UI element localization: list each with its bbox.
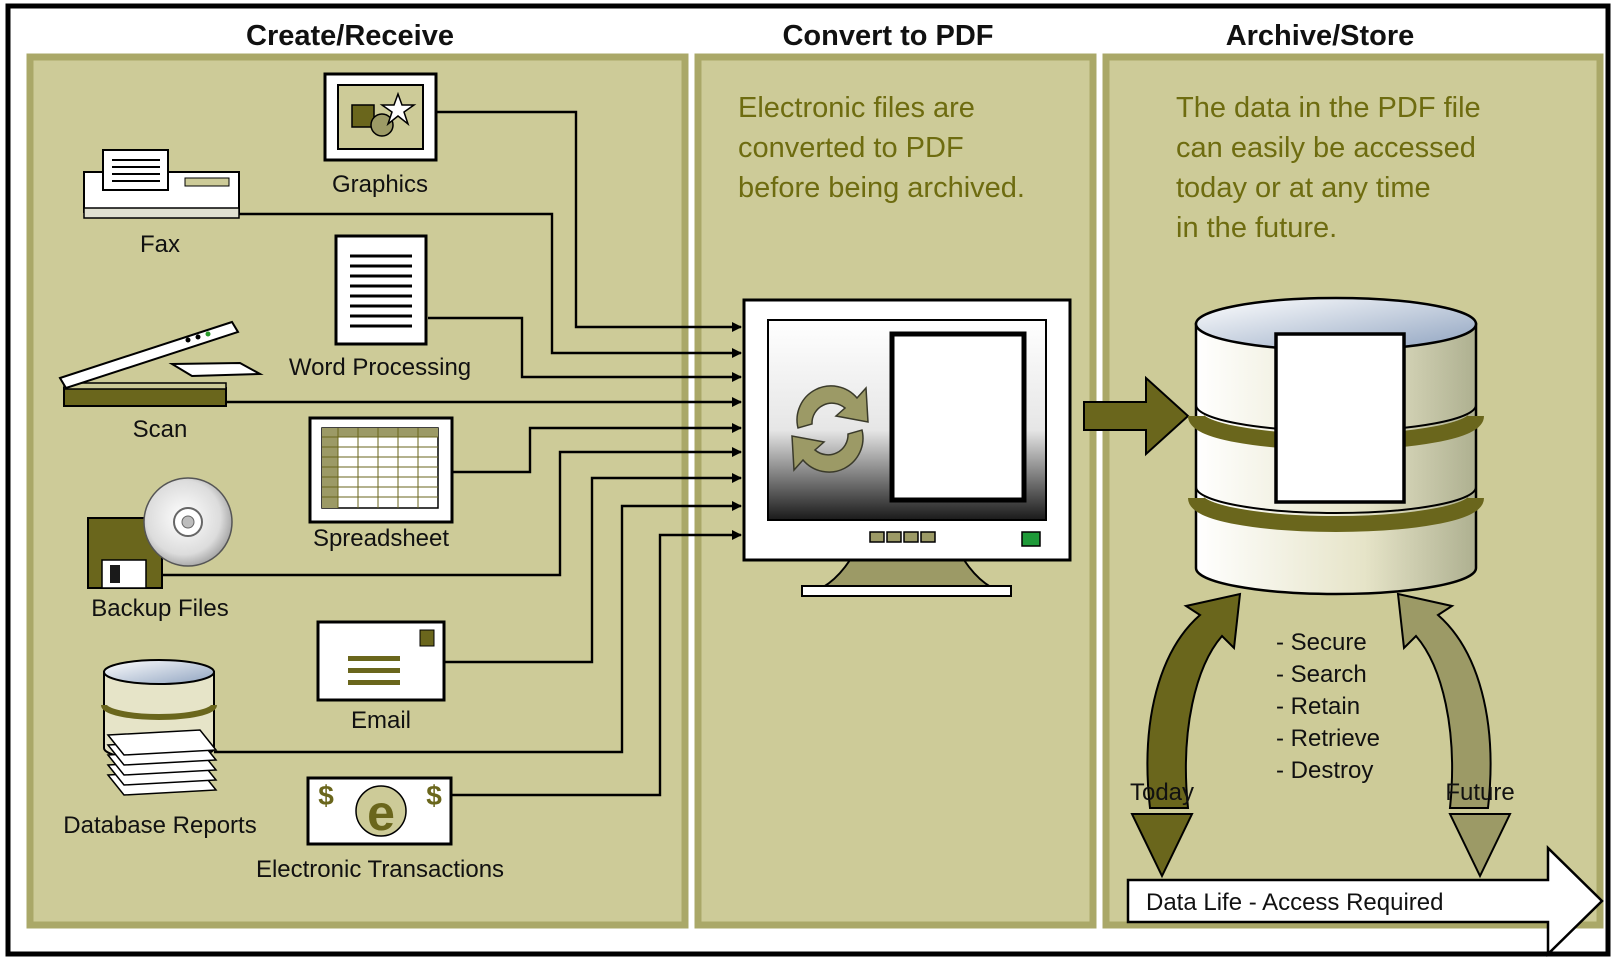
today-access-arrow <box>1146 592 1242 809</box>
label-electronic-transactions: Electronic Transactions <box>256 856 504 883</box>
archive-text-line1: The data in the PDF file <box>1176 92 1481 124</box>
connector-electronic-transactions <box>452 530 742 797</box>
label-database-reports: Database Reports <box>63 812 256 839</box>
feature-retrieve: - Retrieve <box>1276 725 1380 752</box>
connector-fax <box>238 212 742 358</box>
computer-monitor-icon <box>742 298 1072 597</box>
convert-to-archive-arrow <box>1083 375 1190 457</box>
future-marker-icon <box>1448 813 1512 879</box>
today-marker-icon <box>1130 813 1194 879</box>
connector-graphics <box>436 110 742 332</box>
backup-files-icon <box>87 477 233 589</box>
convert-text-line3: before being archived. <box>738 172 1025 204</box>
archive-text-line3: today or at any time <box>1176 172 1431 204</box>
label-backup-files: Backup Files <box>91 595 228 622</box>
convert-text-line1: Electronic files are <box>738 92 975 124</box>
feature-destroy: - Destroy <box>1276 757 1373 784</box>
label-word-processing: Word Processing <box>289 354 471 381</box>
data-life-label: Data Life - Access Required <box>1146 889 1443 916</box>
label-email: Email <box>351 707 411 734</box>
email-icon <box>316 620 446 702</box>
dollar-icon-left: $ <box>318 780 334 811</box>
connector-word-processing <box>428 316 742 382</box>
connector-email <box>445 473 742 664</box>
label-scan: Scan <box>133 416 188 443</box>
feature-retain: - Retain <box>1276 693 1360 720</box>
convert-text-line2: converted to PDF <box>738 132 964 164</box>
database-reports-icon <box>101 659 218 796</box>
header-create-receive: Create/Receive <box>246 20 454 52</box>
connector-spreadsheet <box>452 423 742 474</box>
label-graphics: Graphics <box>332 171 428 198</box>
label-future: Future <box>1445 779 1514 806</box>
future-access-arrow <box>1396 592 1492 809</box>
fax-icon <box>83 149 240 219</box>
header-convert-to-pdf: Convert to PDF <box>782 20 993 52</box>
label-today: Today <box>1130 779 1194 806</box>
label-fax: Fax <box>140 231 180 258</box>
scanner-icon <box>58 320 264 407</box>
header-archive-store: Archive/Store <box>1226 20 1415 52</box>
connector-database-reports <box>214 501 742 754</box>
label-spreadsheet: Spreadsheet <box>313 525 449 552</box>
connector-backup-files <box>160 447 742 577</box>
feature-secure: - Secure <box>1276 629 1367 656</box>
archive-text-line2: can easily be accessed <box>1176 132 1476 164</box>
word-processing-icon <box>334 234 428 346</box>
e-commerce-icon: e <box>367 785 395 841</box>
dollar-icon-right: $ <box>426 780 442 811</box>
connector-lines <box>160 110 742 797</box>
graphics-icon <box>323 72 438 162</box>
feature-search: - Search <box>1276 661 1367 688</box>
data-life-arrow <box>1126 845 1604 957</box>
archive-text-line4: in the future. <box>1176 212 1337 244</box>
electronic-transactions-icon: $ $ e <box>306 776 453 846</box>
archive-database-icon <box>1188 296 1484 596</box>
spreadsheet-icon <box>308 416 454 524</box>
